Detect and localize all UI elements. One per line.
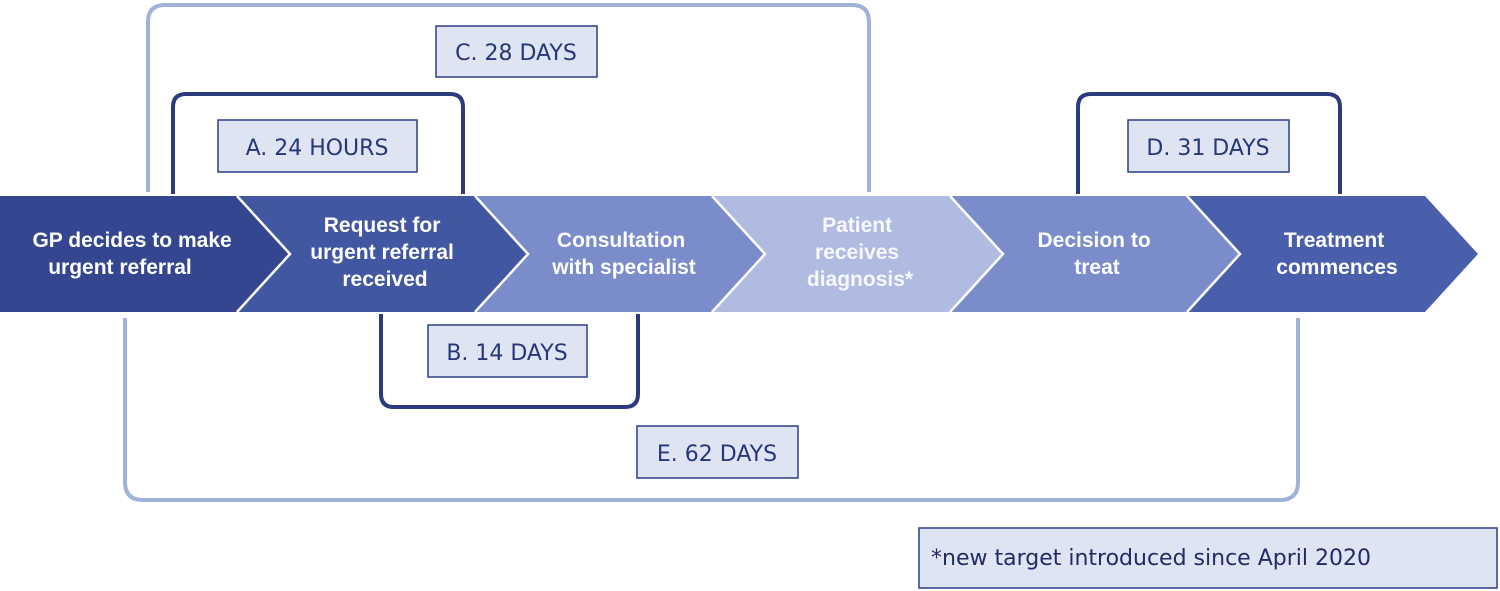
- stage-arrow-3: [475, 196, 765, 312]
- stage-label-decision-to-treat: Decision to treat: [1037, 229, 1156, 279]
- footnote-box: *new target introduced since April 2020: [918, 527, 1498, 589]
- target-label-e: E. 62 DAYS: [657, 442, 777, 467]
- target-label-c: C. 28 DAYS: [455, 41, 577, 66]
- stage-arrow-1: [0, 196, 290, 312]
- stage-arrow-6: [1187, 196, 1478, 312]
- target-box-e: E. 62 DAYS: [636, 425, 799, 479]
- stage-arrow-2: [237, 196, 528, 312]
- target-label-b: B. 14 DAYS: [446, 341, 567, 366]
- footnote-text: *new target introduced since April 2020: [931, 546, 1371, 571]
- stage-label-request-received: Request for urgent referral received: [310, 214, 459, 291]
- bracket-d-31-days: [1076, 92, 1342, 194]
- target-box-c: C. 28 DAYS: [435, 25, 598, 78]
- target-label-d: D. 31 DAYS: [1146, 136, 1269, 161]
- stage-label-diagnosis: Patient receives diagnosis*: [807, 214, 914, 291]
- bracket-a-24-hours: [171, 92, 465, 194]
- stage-label-treatment-commences: Treatment commences: [1276, 229, 1397, 279]
- stage-arrow-4: [712, 196, 1003, 312]
- stage-arrow-5: [950, 196, 1240, 312]
- target-label-a: A. 24 HOURS: [246, 136, 389, 161]
- target-box-a: A. 24 HOURS: [217, 119, 418, 173]
- stage-label-gp-decides: GP decides to make urgent referral: [32, 229, 237, 279]
- target-box-b: B. 14 DAYS: [427, 324, 588, 378]
- bracket-b-14-days: [379, 314, 640, 409]
- target-box-d: D. 31 DAYS: [1127, 119, 1290, 173]
- chevron-separators: [236, 195, 1242, 313]
- stage-label-consultation: Consultation with specialist: [551, 229, 696, 279]
- bracket-e-62-days: [123, 318, 1300, 502]
- bracket-c-28-days: [146, 3, 871, 192]
